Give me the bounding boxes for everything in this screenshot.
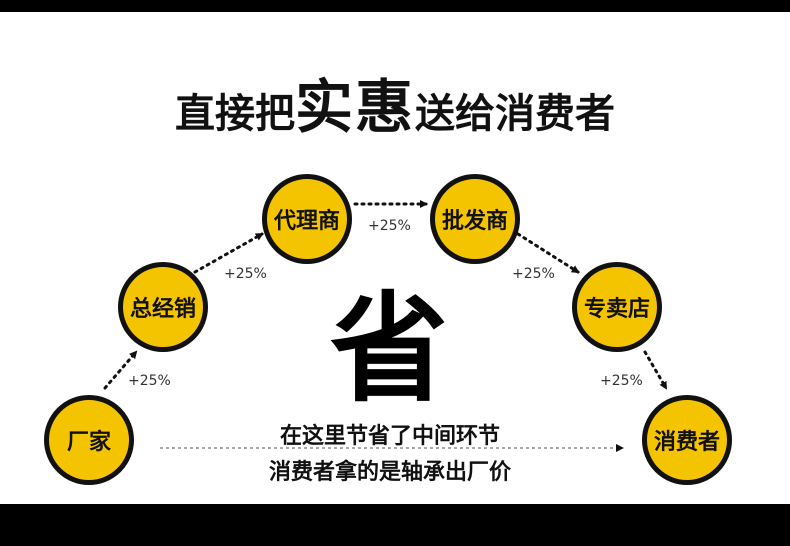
markup-label: +25% [600, 373, 643, 389]
markup-label: +25% [368, 218, 411, 234]
savings-note-line-1: 在这里节省了中间环节 [279, 424, 500, 449]
markup-label: +25% [128, 373, 171, 389]
node-manufacturer: 厂家 [44, 395, 134, 485]
savings-character: 省 [330, 280, 449, 418]
node-wholesaler: 批发商 [430, 174, 520, 264]
node-distributor: 总经销 [118, 262, 208, 352]
arrow-manufacturer-distributor [103, 350, 138, 390]
title-emphasis: 实惠 [294, 73, 415, 141]
savings-note-line-2: 消费者拿的是轴承出厂价 [268, 460, 511, 485]
node-consumer: 消费者 [642, 395, 732, 485]
arrow-store-consumer [643, 350, 668, 390]
node-store: 专卖店 [572, 262, 662, 352]
title-part-3: 送给消费者 [415, 91, 615, 137]
page-title: 直接把实惠送给消费者 [0, 60, 790, 144]
markup-label: +25% [512, 266, 555, 282]
arrow-wholesaler-store [516, 232, 580, 274]
title-part-1: 直接把 [174, 91, 295, 137]
node-agent: 代理商 [262, 174, 352, 264]
arrow-distributor-agent [193, 232, 264, 274]
markup-label: +25% [224, 266, 267, 282]
